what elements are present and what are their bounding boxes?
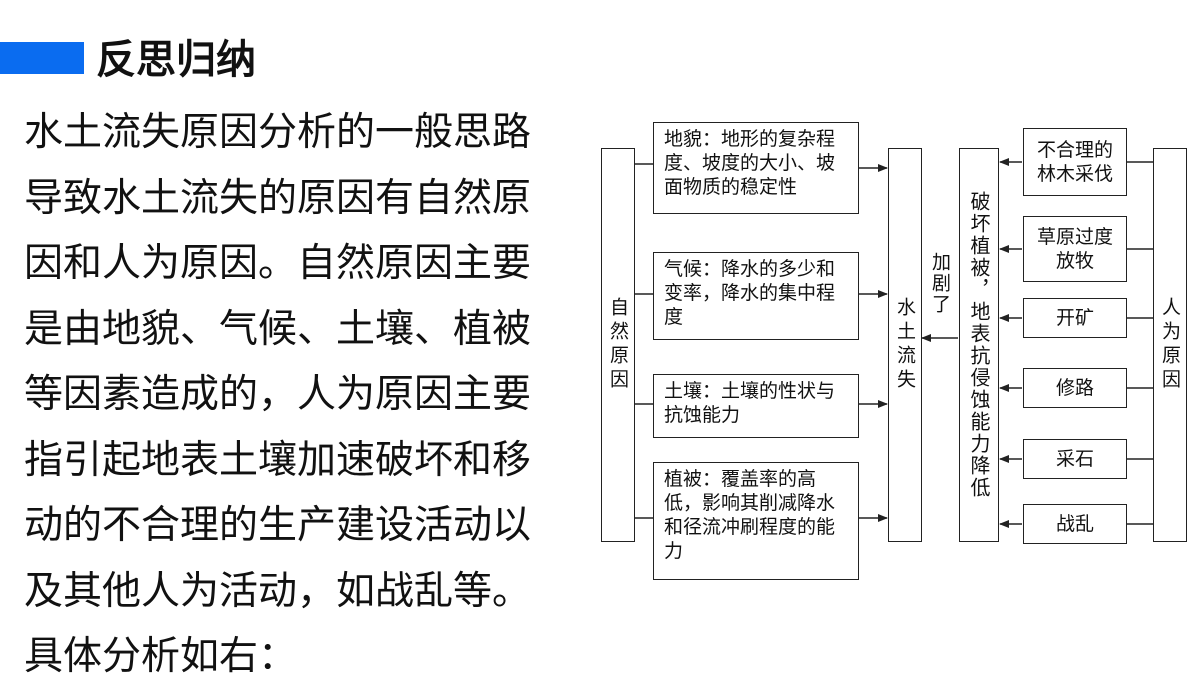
human-causes-box: 人为原因 — [1153, 148, 1187, 542]
cause-war-box: 战乱 — [1023, 504, 1127, 544]
body-line: 动的不合理的生产建设活动以 — [24, 503, 532, 548]
vegetation-damage-box: 破坏植被，地表抗侵蚀能力降低 — [959, 148, 999, 542]
factor-landform-box: 地貌：地形的复杂程度、坡度的大小、坡面物质的稳定性 — [653, 122, 859, 214]
soil-erosion-cause-diagram: 自然原因 地貌：地形的复杂程度、坡度的大小、坡面物质的稳定性 气候：降水的多少和… — [598, 118, 1190, 588]
body-line: 及其他人为活动，如战乱等。 — [24, 568, 532, 614]
cause-mining-box: 开矿 — [1023, 298, 1127, 338]
cause-logging-box: 不合理的林木采伐 — [1023, 128, 1127, 196]
body-line: 水土流失原因分析的一般思路 — [24, 110, 532, 155]
heading-accent-bar — [0, 42, 84, 74]
body-line: 等因素造成的，人为原因主要 — [24, 372, 532, 417]
section-heading: 反思归纳 — [96, 37, 256, 83]
body-line: 导致水土流失的原因有自然原 — [24, 175, 532, 221]
diagram-connectors — [634, 158, 1154, 528]
factor-soil-box: 土壤：土壤的性状与抗蚀能力 — [653, 374, 859, 438]
aggravate-label: 加剧了 — [929, 252, 951, 315]
natural-causes-box: 自然原因 — [601, 148, 635, 542]
cause-quarrying-box: 采石 — [1023, 439, 1127, 479]
factor-climate-box: 气候：降水的多少和变率，降水的集中程度 — [653, 252, 859, 340]
body-text: 水土流失原因分析的一般思路 导致水土流失的原因有自然原 因和人为原因。自然原因主… — [24, 100, 584, 690]
soil-erosion-box: 水土流失 — [888, 148, 922, 542]
body-line: 是由地貌、气候、土壤、植被 — [24, 306, 532, 352]
cause-road-building-box: 修路 — [1023, 368, 1127, 408]
body-line: 具体分析如右： — [24, 634, 298, 679]
cause-overgrazing-box: 草原过度放牧 — [1023, 216, 1127, 282]
body-line: 因和人为原因。自然原因主要 — [24, 241, 532, 286]
body-line: 指引起地表土壤加速破坏和移 — [24, 437, 532, 483]
factor-vegetation-box: 植被：覆盖率的高低，影响其削减降水和径流冲刷程度的能力 — [653, 462, 859, 580]
